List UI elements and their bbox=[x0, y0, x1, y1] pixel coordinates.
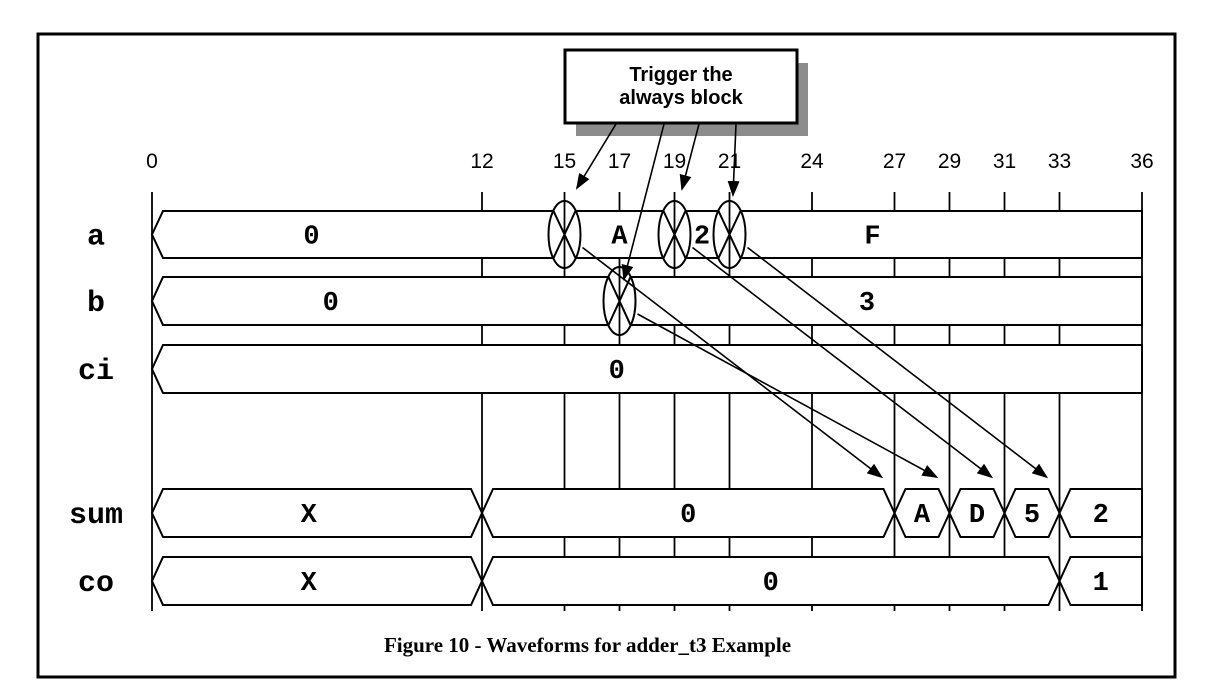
tick-label-19: 19 bbox=[663, 150, 686, 173]
waveform-ci bbox=[150, 344, 1143, 394]
annotation-arrow-a-19 bbox=[679, 123, 700, 191]
signal-label-b: b bbox=[87, 287, 105, 321]
value-co-0-X: X bbox=[301, 569, 318, 599]
value-sum-12-0: 0 bbox=[680, 501, 696, 531]
trigger-circles bbox=[547, 200, 747, 336]
waveform-b bbox=[150, 276, 1143, 326]
value-a-15-A: A bbox=[611, 223, 628, 253]
value-co-12-0: 0 bbox=[763, 569, 779, 599]
figure-caption: Figure 10 - Waveforms for adder_t3 Examp… bbox=[383, 633, 792, 657]
signal-label-a: a bbox=[87, 221, 105, 255]
result-arrow-b17-sum29 bbox=[637, 313, 939, 478]
waveform-sum bbox=[150, 488, 1143, 538]
segment-b-0-0 bbox=[150, 276, 621, 326]
value-sum-33-2: 2 bbox=[1093, 501, 1109, 531]
waveform-co bbox=[150, 556, 1143, 606]
tick-label-33: 33 bbox=[1048, 150, 1071, 173]
trigger-circle-a-19 bbox=[657, 200, 692, 269]
value-b-0-0: 0 bbox=[323, 289, 339, 319]
annotation-arrow-a-15 bbox=[575, 123, 617, 190]
value-b-17-3: 3 bbox=[859, 289, 875, 319]
annotation-arrow-b-17 bbox=[621, 123, 665, 281]
value-sum-0-X: X bbox=[301, 501, 318, 531]
waveform-a bbox=[150, 210, 1143, 259]
segment-sum-33-2 bbox=[1058, 488, 1143, 538]
result-arrow-a19-sum31 bbox=[692, 246, 994, 479]
trigger-circle-a-15 bbox=[547, 200, 582, 269]
time-axis-labels: 0 12 15 17 19 21 24 27 29 31 33 36 bbox=[146, 150, 1154, 173]
annotation-arrow-a-21 bbox=[727, 123, 740, 197]
segment-a-21-F bbox=[728, 210, 1143, 259]
tick-label-17: 17 bbox=[608, 150, 631, 173]
tick-label-21: 21 bbox=[718, 150, 741, 173]
result-arrow-a15-sum27 bbox=[582, 246, 884, 479]
tick-label-0: 0 bbox=[146, 150, 158, 173]
signal-label-sum: sum bbox=[69, 499, 123, 533]
signal-waveforms bbox=[150, 210, 1143, 606]
annotation-box bbox=[563, 48, 799, 125]
value-a-19-2: 2 bbox=[694, 223, 710, 253]
tick-label-27: 27 bbox=[883, 150, 906, 173]
value-a-0-0: 0 bbox=[303, 223, 319, 253]
value-ci-0-0: 0 bbox=[609, 357, 625, 387]
value-a-21-F: F bbox=[864, 223, 880, 253]
tick-label-15: 15 bbox=[553, 150, 576, 173]
value-sum-27-A: A bbox=[914, 501, 931, 531]
segment-co-33-1 bbox=[1058, 556, 1143, 606]
result-arrow-a21-sum33 bbox=[747, 246, 1049, 479]
segment-ci-0-0 bbox=[150, 344, 1143, 394]
annotation-arrows bbox=[575, 123, 740, 281]
trigger-circle-a-21 bbox=[712, 200, 747, 269]
signal-labels: ab ci sum co bbox=[69, 221, 123, 602]
trigger-circle-b-17 bbox=[602, 266, 637, 336]
segment-b-17-3 bbox=[618, 276, 1143, 326]
tick-label-29: 29 bbox=[938, 150, 961, 173]
signal-label-co: co bbox=[78, 567, 114, 601]
value-co-33-1: 1 bbox=[1093, 569, 1109, 599]
segment-a-0-0 bbox=[150, 210, 566, 259]
tick-label-36: 36 bbox=[1130, 150, 1153, 173]
segment-sum-0-X bbox=[150, 488, 484, 538]
tick-label-31: 31 bbox=[993, 150, 1016, 173]
tick-label-12: 12 bbox=[470, 150, 493, 173]
time-gridlines bbox=[151, 192, 1143, 611]
segment-co-0-X bbox=[150, 556, 484, 606]
value-sum-31-5: 5 bbox=[1024, 501, 1040, 531]
result-arrows bbox=[582, 246, 1049, 479]
value-sum-29-D: D bbox=[969, 501, 985, 531]
tick-label-24: 24 bbox=[800, 150, 824, 173]
signal-label-ci: ci bbox=[78, 355, 114, 389]
